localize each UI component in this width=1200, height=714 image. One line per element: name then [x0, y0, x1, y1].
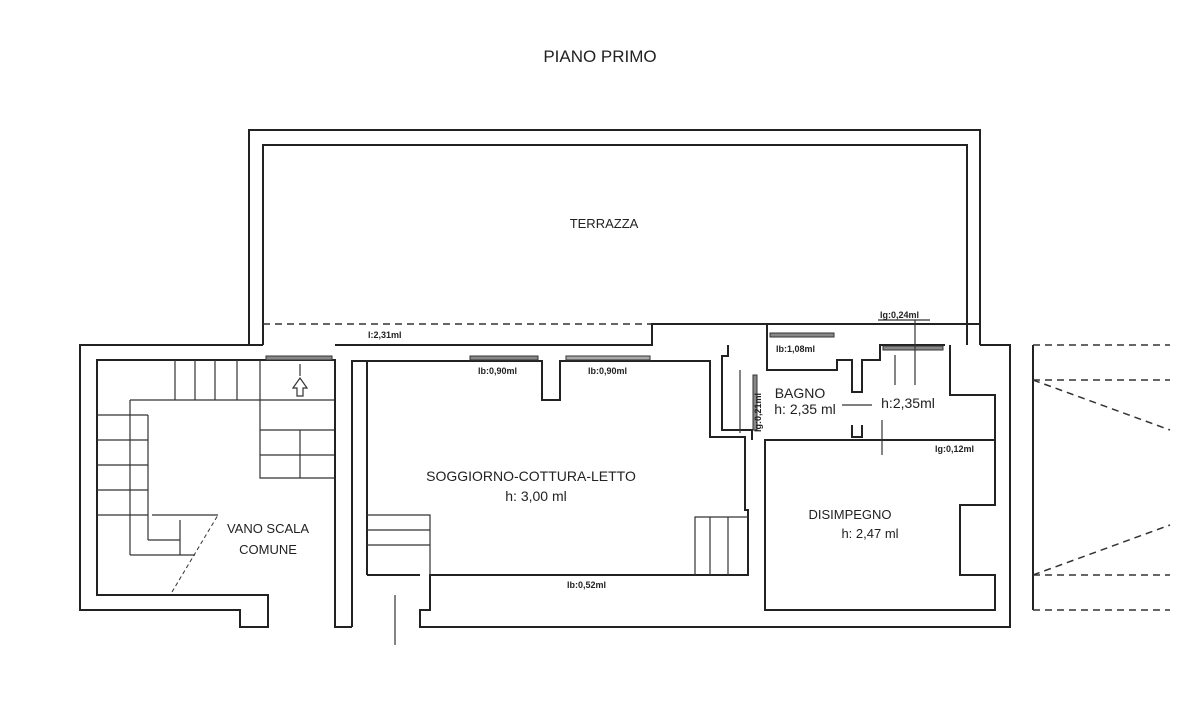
- room-height-bagno: h: 2,35 ml: [774, 401, 835, 417]
- stairwell: VANO SCALA COMUNE: [79, 344, 335, 628]
- room-height-soggiorno: h: 3,00 ml: [505, 488, 566, 504]
- terrace-walls: [248, 129, 981, 345]
- dimension-label: lg:0,12ml: [935, 444, 974, 454]
- plan-title: PIANO PRIMO: [543, 47, 656, 66]
- room-height-disimpegno: h: 2,47 ml: [841, 526, 898, 541]
- dimension-label: lb:0,90ml: [588, 366, 627, 376]
- dimension-label: lb:0,90ml: [478, 366, 517, 376]
- dimension-label: lb:0,52ml: [567, 580, 606, 590]
- room-label-vano-scala: VANO SCALA: [227, 521, 309, 536]
- dimension-label: lg:0,21ml: [753, 393, 763, 432]
- room-height-antibagno: h:2,35ml: [881, 395, 935, 411]
- main-walls: [263, 323, 1011, 628]
- room-label-disimpegno: DISIMPEGNO: [808, 507, 891, 522]
- exterior-area: [1032, 344, 1171, 611]
- windows: [265, 332, 944, 431]
- dimension-label: lg:0,24ml: [880, 310, 919, 320]
- room-label-comune: COMUNE: [239, 542, 297, 557]
- room-label-bagno: BAGNO: [775, 385, 826, 401]
- dimension-label: lb:1,08ml: [776, 344, 815, 354]
- dimension-label: l:2,31ml: [368, 330, 402, 340]
- inner-steps: [291, 319, 930, 645]
- room-label-terrazza: TERRAZZA: [570, 216, 639, 231]
- room-label-soggiorno: SOGGIORNO-COTTURA-LETTO: [426, 468, 636, 484]
